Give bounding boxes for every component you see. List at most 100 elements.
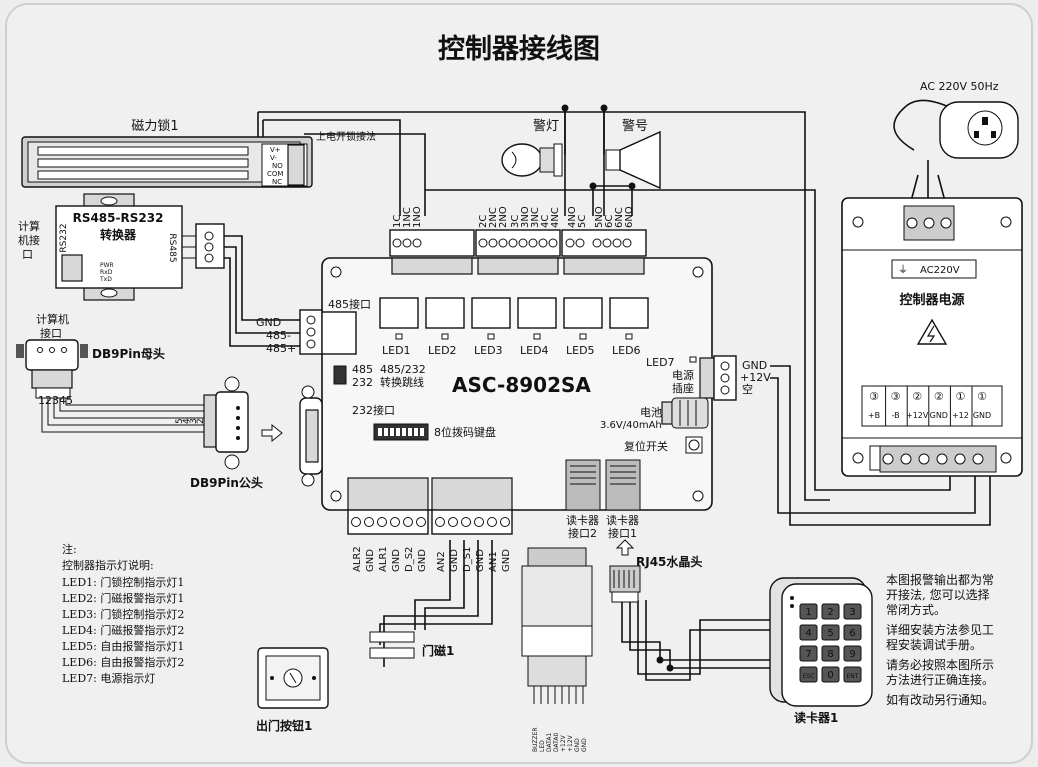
relay-terminal-1no: 1NO [412,206,423,228]
power-plug: AC 220V 50Hz [920,80,1019,159]
converter-pin-rxd: RxD [100,269,113,276]
terminal-screw [602,238,612,248]
terminal-screw [364,517,374,527]
reader-port2-line1: 读卡器 [566,513,599,527]
reader-wire-label-4: +12V [560,734,567,752]
psu-terminal-screw [936,453,948,465]
terminal-screw [488,238,498,248]
reader-key-label-ent: ENT [847,673,859,680]
converter-pin-txd: TxD [99,276,112,283]
relay-terminal-3c: 3C [510,215,521,228]
power-pin-12v: +12V [740,371,771,384]
power-socket-label-line1: 电源 [672,368,694,382]
relay-terminal-2no: 2NO [498,206,509,228]
terminal-screw [612,238,622,248]
bottom-terminal-an2-0: AN2 [436,551,447,572]
bottom-terminal-d_s1-2: D_S1 [462,547,473,572]
relay-terminal-2nc: 2NC [488,207,499,228]
high-voltage-icon [916,318,948,345]
reader-key-label-3: 3 [849,607,855,618]
reader-key-label-8: 8 [827,649,833,660]
relay-3 [471,297,511,329]
db9-male-pin-3: 3 [189,418,199,424]
rs485-rs232-converter: RS485-RS232 转换器 RS232 RS485 PWR RxD TxD [55,193,225,301]
reader-key-label-2: 2 [827,607,833,618]
relay-terminal-5c: 5C [577,215,588,228]
computer-pin-1: 1 [38,394,45,407]
reader-key-1 [799,603,818,620]
wire-label-485-plus: 485+ [266,342,296,355]
terminal-screw [461,517,471,527]
bottom-terminal-d_s2-4: D_S2 [404,547,415,572]
computer-pin-2: 2 [45,394,52,407]
reader-key-2 [821,603,840,620]
svg-text:机接: 机接 [18,233,40,247]
led-label-2: LED2 [428,344,457,357]
right-note-line: 方法进行正确连接。 [886,672,994,687]
alarm-lamp-label: 警灯 [533,118,559,134]
reader-wire-label-2: DATA1 [546,733,553,752]
ground-icon: ⏚ [898,264,908,276]
terminal-screw [498,238,508,248]
bottom-terminal-alr2-0: ALR2 [352,546,363,572]
led-label-3: LED3 [474,344,503,357]
reader-wire-label-5: +12V [567,734,574,752]
reader-key-label-5: 5 [827,628,833,639]
arrow-right-icon [261,423,283,443]
converter-subtitle: 转换器 [100,227,137,242]
reader-key-label-0: 0 [827,670,833,681]
terminal-screw [416,517,426,527]
led-label-6: LED6 [612,344,641,357]
reader-key-8 [821,645,840,662]
right-note-line: 本图报警输出都为常 [886,572,994,587]
relay-terminal-6c: 6C [604,215,615,228]
reader-key-6 [843,624,862,641]
computer-pin-5: 5 [66,394,73,407]
svg-text:口: 口 [22,248,33,261]
terminal-screw [565,238,575,248]
db9-male-pin-2: 2 [196,418,206,424]
terminal-screw [403,517,413,527]
terminal-screw [528,238,538,248]
bottom-terminal-alr1-2: ALR1 [378,546,389,572]
bottom-terminal-gnd-1: GND [449,549,460,572]
right-note-line: 程安装调试手册。 [886,637,982,652]
right-note-line: 开接法, 您可以选择 [886,587,990,602]
reader-key-7 [799,645,818,662]
reader-key-3 [843,603,862,620]
bottom-terminal-gnd-1: GND [365,549,376,572]
relay-terminal-6no: 6NO [624,206,635,228]
terminal-screw [435,517,445,527]
terminal-screw [402,238,412,248]
power-plug-label: AC 220V 50Hz [920,80,999,93]
led-indicator-6 [625,333,633,340]
psu-circled-number-1: ③ [891,390,901,403]
svg-text:计算: 计算 [18,219,40,233]
led-indicator-3 [487,333,495,340]
alarm-horn: 警号 [605,118,661,190]
terminal-screw [538,238,548,248]
led-indicator-5 [579,333,587,340]
port-485-label: 485接口 [328,298,371,311]
rj45-label: RJ45水晶头 [636,554,702,569]
relay-terminal-4nc: 4NC [550,207,561,228]
dip-switch-label: 8位拨码键盘 [434,425,496,439]
right-note-line: 详细安装方法参见工 [886,622,994,637]
reader-key-0 [821,666,840,683]
terminal-screw [592,238,602,248]
right-note-line: 如有改动另行通知。 [886,692,994,707]
psu-terminal-2: +12V [906,411,929,420]
wire-label-gnd: GND [256,316,281,329]
reader-key-label-esc: ESC [803,673,815,680]
reader-wire-label-1: LED [539,740,546,752]
lock-terminal-v-minus: V- [270,154,277,162]
led7-label: LED7 [646,356,675,369]
magnetic-lock: 磁力锁1 V+ V- NO COM NC [21,118,313,188]
led-note-line-7: LED7: 电源指示灯 [62,671,155,685]
terminal-screw [500,517,510,527]
